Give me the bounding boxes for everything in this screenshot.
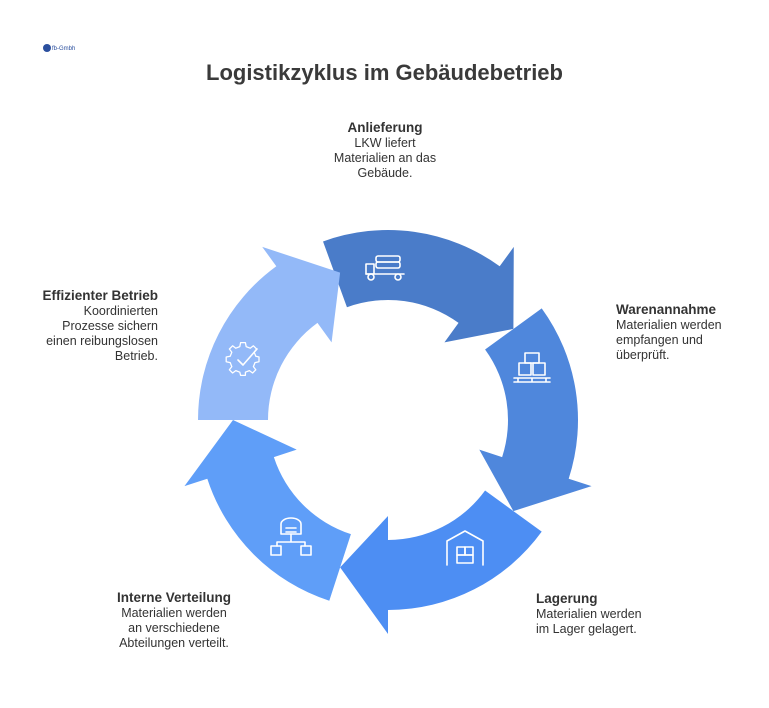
company-logo: fb-Gmbh: [43, 44, 75, 52]
segment-lagerung: [340, 490, 542, 634]
segment-anlieferung: [323, 230, 514, 343]
step-description: Materialien werden im Lager gelagert.: [536, 607, 642, 636]
truck-icon: [365, 255, 405, 281]
step-description: Koordinierten Prozesse sichern einen rei…: [46, 304, 158, 363]
step-heading: Lagerung: [536, 591, 598, 606]
step-interne-verteilung: Interne Verteilung Materialien werden an…: [84, 590, 264, 651]
svg-text:fb-Gmbh: fb-Gmbh: [52, 46, 75, 52]
step-heading: Interne Verteilung: [116, 590, 232, 605]
step-anlieferung: Anlieferung LKW liefert Materialien an d…: [300, 120, 470, 181]
segment-warenannahme: [479, 308, 592, 512]
distribution-icon: [270, 517, 312, 556]
step-heading: Anlieferung: [347, 120, 423, 135]
step-lagerung: Lagerung Materialien werden im Lager gel…: [536, 591, 676, 637]
step-description: LKW liefert Materialien an das Gebäude.: [333, 136, 437, 180]
warehouse-icon: [446, 530, 484, 566]
step-description: Materialien werden an verschiedene Abtei…: [119, 606, 229, 650]
gear-check-icon: [225, 341, 260, 377]
page-title: Logistikzyklus im Gebäudebetrieb: [206, 60, 563, 85]
segment-effizienter-betrieb: [198, 246, 341, 420]
segment-interne-verteilung: [184, 420, 351, 601]
pallet-boxes-icon: [513, 352, 551, 383]
step-heading: Effizienter Betrieb: [42, 288, 158, 303]
step-heading: Warenannahme: [616, 302, 717, 317]
step-description: Materialien werden empfangen und überprü…: [616, 318, 722, 362]
step-effizienter-betrieb: Effizienter Betrieb Koordinierten Prozes…: [10, 288, 158, 364]
step-warenannahme: Warenannahme Materialien werden empfange…: [616, 302, 756, 363]
